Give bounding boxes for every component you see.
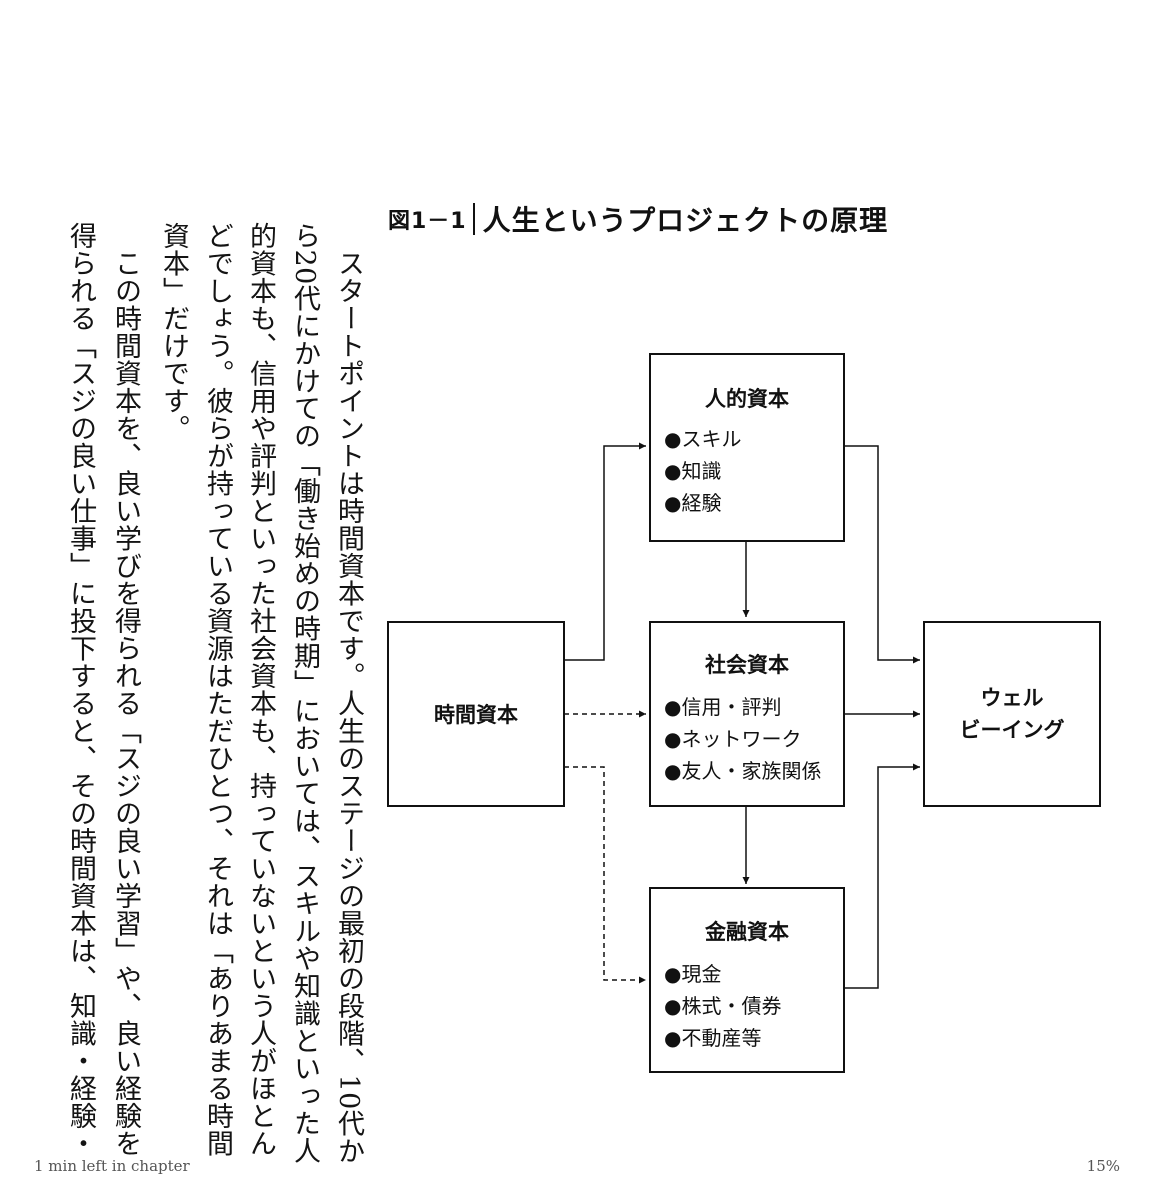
arrow-human-to-wellbeing — [844, 445, 920, 664]
social-capital-item: ●友人・家族関係 — [664, 759, 821, 783]
body-text-line: 資本」だけです。 — [158, 222, 189, 442]
financial-capital-box — [649, 887, 845, 1073]
financial-capital-item: ●不動産等 — [664, 1026, 761, 1050]
human-capital-item: ●スキル — [664, 427, 741, 451]
arrow-time-to-human — [564, 442, 646, 661]
body-text-column-6: この時間資本を、良い学びを得られる「スジの良い学習」や、良い経験を — [103, 0, 143, 1200]
reading-progress: 15% — [1086, 1157, 1120, 1175]
body-text-line: スタートポイントは時間資本です。人生のステージの最初の段階、10代か — [333, 222, 364, 1165]
title-divider — [472, 203, 475, 235]
body-text-line: 的資本も、信用や評判といった社会資本も、持っていないという人がほとん — [245, 222, 276, 1157]
financial-capital-item: ●現金 — [664, 962, 721, 986]
body-text-line: この時間資本を、良い学びを得られる「スジの良い学習」や、良い経験を — [110, 222, 141, 1158]
figure-title-text: 人生というプロジェクトの原理 — [482, 204, 889, 237]
social-capital-box — [649, 621, 845, 807]
human-capital-item: ●知識 — [664, 459, 721, 483]
figure-number: 図1－1 — [388, 209, 467, 234]
body-text-column-1: スタートポイントは時間資本です。人生のステージの最初の段階、10代か — [326, 0, 366, 1200]
body-text-column-7: 得られる「スジの良い仕事」に投下すると、その時間資本は、知識・経験・ — [58, 0, 98, 1200]
body-text-line: どでしょう。彼らが持っている資源はただひとつ、それは「ありあまる時間 — [202, 222, 233, 1157]
body-text-column-3: 的資本も、信用や評判といった社会資本も、持っていないという人がほとん — [238, 0, 278, 1200]
social-capital-item: ●ネットワーク — [664, 727, 801, 751]
time-capital-box — [387, 621, 565, 807]
body-text-column-4: どでしょう。彼らが持っている資源はただひとつ、それは「ありあまる時間 — [195, 0, 235, 1200]
arrow-financial-to-wellbeing — [844, 763, 920, 989]
human-capital-box — [649, 353, 845, 542]
body-text-line: ら20代にかけての「働き始めの時期」においては、スキルや知識といった人 — [289, 222, 320, 1165]
social-capital-label: 社会資本 — [704, 653, 789, 677]
human-capital-item: ●経験 — [664, 491, 721, 515]
wellbeing-label-line-1: ウェル — [981, 686, 1044, 710]
figure-title: 図1－1 人生というプロジェクトの原理 — [388, 196, 888, 242]
time-capital-label: 時間資本 — [434, 703, 518, 727]
social-capital-item: ●信用・評判 — [664, 695, 781, 719]
arrow-time-to-financial — [564, 766, 646, 984]
financial-capital-item: ●株式・債券 — [664, 994, 781, 1018]
body-text-line: 得られる「スジの良い仕事」に投下すると、その時間資本は、知識・経験・ — [65, 222, 96, 1157]
human-capital-label: 人的資本 — [705, 387, 789, 411]
chapter-time-left: 1 min left in chapter — [34, 1157, 190, 1175]
financial-capital-label: 金融資本 — [704, 920, 789, 944]
wellbeing-box — [923, 621, 1101, 807]
body-text-column-2: ら20代にかけての「働き始めの時期」においては、スキルや知識といった人 — [282, 0, 322, 1200]
wellbeing-label-line-2: ビーイング — [960, 718, 1065, 742]
body-text-column-5: 資本」だけです。 — [151, 0, 191, 1200]
